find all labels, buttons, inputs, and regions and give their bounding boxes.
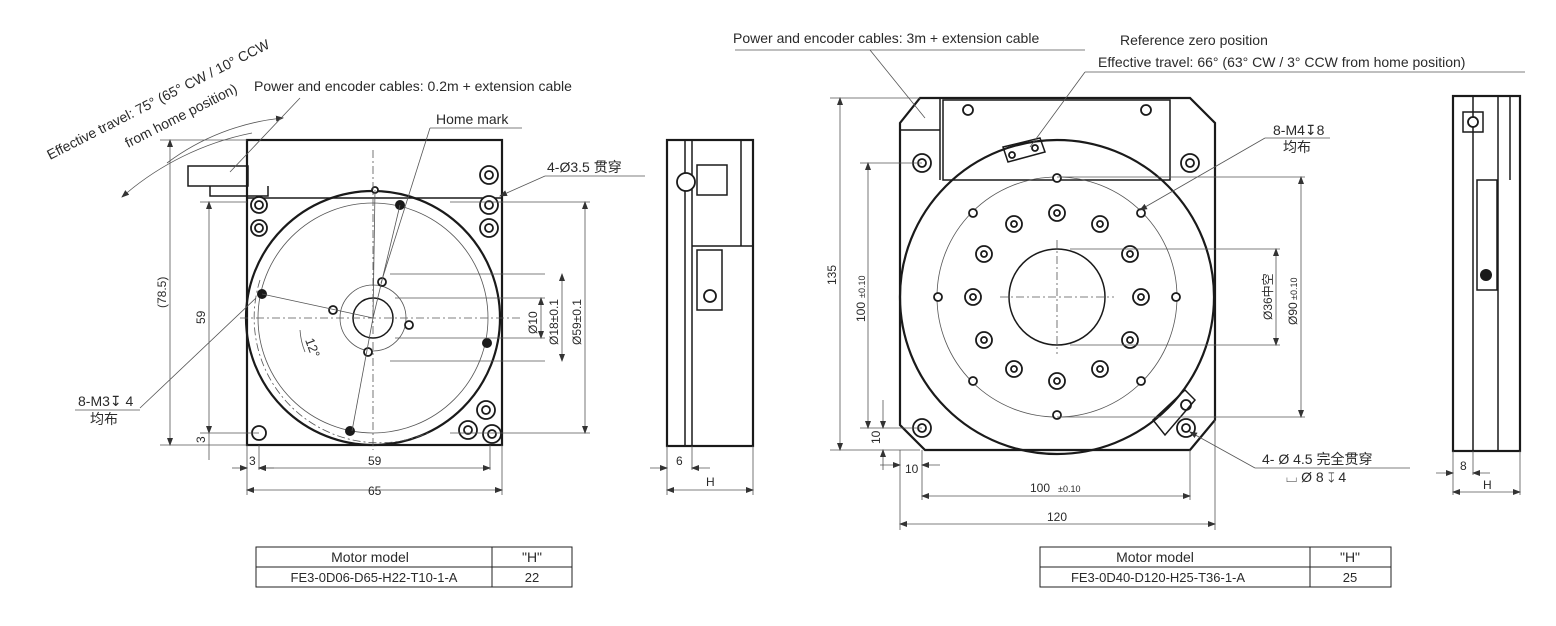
right-model-table [1039,546,1392,588]
right-cable-note: Power and encoder cables: 3m + extension… [733,30,1039,46]
right-front-view [898,96,1217,456]
dim-78-5: (78.5) [155,277,169,308]
angle-12-label: 12° [302,336,323,360]
dim-120: 120 [1047,510,1067,524]
dim-135: 135 [825,265,839,285]
dim-d59: Ø59±0.1 [570,299,584,345]
left-side-view [650,138,755,495]
right-thru-holes-note-2: ⌴ Ø 8 ↧ 4 [1286,469,1346,485]
dim-h-right: H [1483,478,1492,492]
right-table-header-h: "H" [1340,549,1360,565]
dim-100-vertical: 100 [854,302,868,322]
left-cable-note: Power and encoder cables: 0.2m + extensi… [254,78,572,94]
left-front-view [121,115,520,450]
dim-d90: Ø90 [1286,302,1300,325]
dim-100-horizontal: 100 [1030,481,1050,495]
left-thru-holes-note: 4-Ø3.5 贯穿 [547,159,622,175]
home-mark-label: Home mark [436,111,509,127]
left-tapped-holes-note-2: 均布 [90,411,118,427]
right-travel-note: Effective travel: 66° (63° CW / 3° CCW f… [1098,54,1465,70]
left-table-h: 22 [525,570,539,585]
left-tapped-holes-note-1: 8-M3↧ 4 [78,393,134,409]
dim-10-vertical: 10 [869,430,883,444]
right-tapped-holes-note-2: 均布 [1283,139,1311,155]
right-table-header-model: Motor model [1116,549,1194,565]
dim-10-horizontal: 10 [905,462,919,476]
dim-d18: Ø18±0.1 [547,299,561,345]
dim-3-horizontal: 3 [249,454,256,468]
dim-59-horizontal: 59 [368,454,382,468]
right-side-view [1436,94,1522,495]
dim-3-vertical: 3 [194,436,208,443]
left-table-header-model: Motor model [331,549,409,565]
dim-59-vertical: 59 [194,310,208,324]
dim-100-horizontal-tol: ±0.10 [1058,484,1080,494]
ref-zero-label: Reference zero position [1120,32,1268,48]
dim-d10: Ø10 [526,311,540,334]
dim-100-vertical-tol: ±0.10 [857,276,867,298]
left-table-header-h: "H" [522,549,542,565]
left-dimensions [75,97,645,495]
dim-d36: Ø36中空 [1260,273,1275,320]
dim-6: 6 [676,454,683,468]
right-dimensions [735,49,1525,530]
right-table-h: 25 [1343,570,1357,585]
right-thru-holes-note-1: 4- Ø 4.5 完全贯穿 [1262,451,1372,467]
dim-65: 65 [368,484,382,498]
left-travel-note-1: Effective travel: 75° (65° CW / 10° CCW [44,36,273,163]
left-model-table [255,546,573,588]
right-table-model: FE3-0D40-D120-H25-T36-1-A [1071,570,1245,585]
dim-d90-tol: ±0.10 [1289,278,1299,300]
dim-8: 8 [1460,459,1467,473]
left-table-model: FE3-0D06-D65-H22-T10-1-A [291,570,458,585]
dim-h-left: H [706,475,715,489]
right-tapped-holes-note-1: 8-M4↧8 [1273,122,1325,138]
